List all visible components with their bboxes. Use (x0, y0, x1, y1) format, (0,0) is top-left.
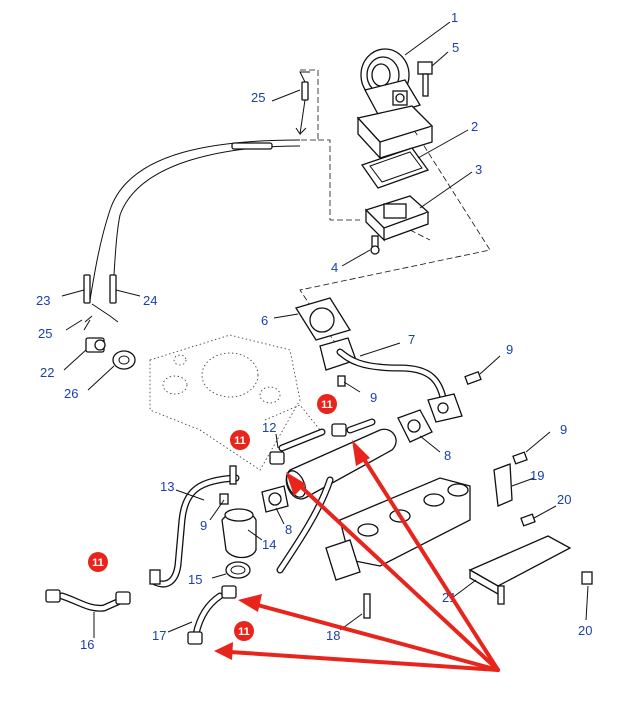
callout-9-b: 9 (370, 390, 377, 405)
callout-26: 26 (64, 386, 78, 401)
arrow-to-clamp-lower (252, 602, 500, 672)
callout-3: 3 (475, 162, 482, 177)
callout-9-d: 9 (200, 518, 207, 533)
callout-labels: 1 5 25 2 3 4 23 24 25 6 7 9 22 26 9 12 9… (36, 10, 592, 652)
callout-20-a: 20 (557, 492, 571, 507)
mounting-brackets (363, 451, 593, 619)
callout-9-c: 9 (560, 422, 567, 437)
callout-9-a: 9 (506, 342, 513, 357)
badge-11-left: 11 (230, 430, 250, 450)
callout-12: 12 (262, 420, 276, 435)
thermostat-elbow (187, 485, 289, 645)
arrow-to-clamp-middle (296, 482, 500, 672)
callout-5: 5 (452, 40, 459, 55)
mounting-flange (356, 105, 434, 255)
callout-18: 18 (326, 628, 340, 643)
engine-block-outline (149, 334, 321, 471)
svg-text:11: 11 (92, 557, 104, 569)
callout-4: 4 (331, 260, 338, 275)
arrow-head-upper (352, 440, 370, 466)
coolant-pipe-and-hose (45, 465, 240, 612)
badge-11-upper: 11 (317, 394, 337, 414)
callout-24: 24 (143, 293, 157, 308)
highlight-arrows (214, 440, 500, 672)
arrow-head-lower (238, 594, 262, 612)
highlight-badges: 11 11 11 11 (88, 394, 337, 641)
svg-text:11: 11 (238, 626, 250, 638)
callout-17: 17 (152, 628, 166, 643)
callout-6: 6 (261, 313, 268, 328)
leader-lines (61, 21, 589, 638)
callout-25-bottom: 25 (38, 326, 52, 341)
actuator-assembly (360, 48, 433, 119)
callout-2: 2 (471, 119, 478, 134)
callout-8-a: 8 (444, 448, 451, 463)
callout-14: 14 (262, 537, 276, 552)
callout-23: 23 (36, 293, 50, 308)
callout-19: 19 (530, 468, 544, 483)
callout-8-b: 8 (285, 522, 292, 537)
egr-gasket-and-pipe (294, 297, 482, 423)
svg-text:11: 11 (234, 435, 246, 447)
callout-13: 13 (160, 479, 174, 494)
arrow-head-bottom (214, 642, 233, 660)
callout-15: 15 (188, 572, 202, 587)
arrow-to-clamp-upper (360, 454, 500, 672)
svg-text:11: 11 (321, 399, 333, 411)
connector-and-bushing (85, 337, 136, 370)
callout-16: 16 (80, 637, 94, 652)
arrow-to-clamp-bottom (228, 650, 500, 672)
arrow-head-middle (286, 472, 306, 496)
egr-cooler-and-hoses (269, 409, 433, 574)
callout-22: 22 (40, 365, 54, 380)
callout-20-b: 20 (578, 623, 592, 638)
callout-7: 7 (408, 332, 415, 347)
badge-11-hose17: 11 (234, 621, 254, 641)
callout-1: 1 (451, 10, 458, 25)
callout-25-top: 25 (251, 90, 265, 105)
throttle-cable (83, 71, 310, 323)
badge-11-hose16: 11 (88, 552, 108, 572)
